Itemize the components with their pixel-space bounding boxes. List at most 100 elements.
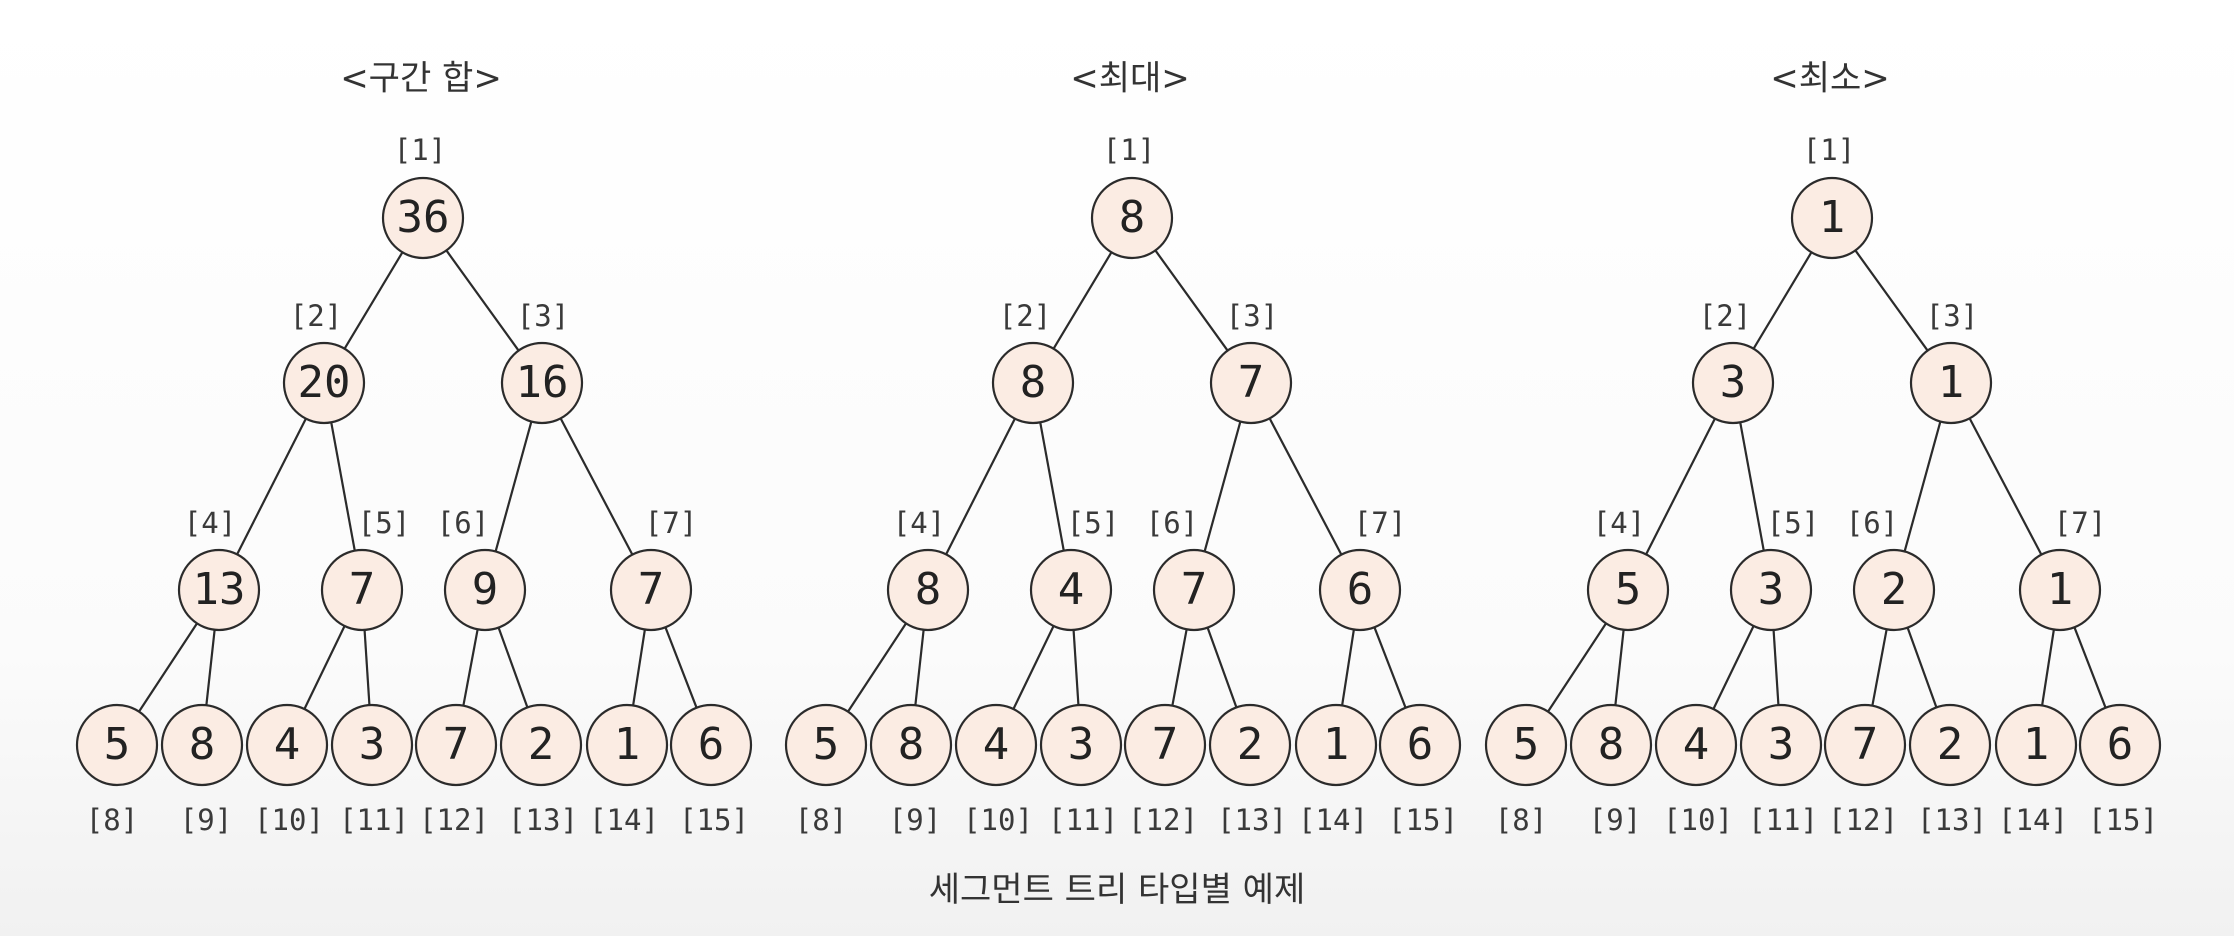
- node-value: 7: [1852, 719, 1879, 770]
- node-index-label: [9]: [889, 803, 941, 837]
- node-circle: [1484, 703, 1568, 787]
- node-circle: [1586, 548, 1670, 632]
- node-circle: [1909, 341, 1993, 425]
- node-index-label: [3]: [517, 299, 569, 333]
- node-value: 4: [274, 719, 301, 770]
- tree-title: <최대>: [1070, 59, 1190, 99]
- node-index-label: [15]: [1388, 803, 1458, 837]
- node-value: 8: [898, 719, 925, 770]
- node-circle: [381, 176, 465, 260]
- node-index-label: [13]: [1917, 803, 1987, 837]
- node-value: 6: [698, 719, 725, 770]
- node-index-label: [11]: [1048, 803, 1118, 837]
- node-value: 6: [1407, 719, 1434, 770]
- node-value: 7: [1181, 564, 1208, 615]
- node-index-label: [2]: [999, 299, 1051, 333]
- node-index-label: [12]: [419, 803, 489, 837]
- tree-node: 7[7]: [609, 506, 697, 632]
- tree-edge: [1739, 422, 1765, 551]
- node-circle: [1691, 341, 1775, 425]
- tree-node: 5[8]: [784, 703, 868, 837]
- node-index-label: [2]: [290, 299, 342, 333]
- tree-edge: [1373, 626, 1407, 709]
- tree-edge: [1968, 417, 2043, 556]
- node-value: 7: [1238, 357, 1265, 408]
- node-value: 13: [193, 564, 246, 615]
- node-index-label: [14]: [589, 803, 659, 837]
- tree-node: 8 [9]: [869, 703, 953, 837]
- node-value: 8: [1598, 719, 1625, 770]
- node-circle: [177, 548, 261, 632]
- tree-node: 4[5]: [1029, 506, 1119, 632]
- node-value: 8: [189, 719, 216, 770]
- tree-node: 6 [7]: [1318, 506, 1406, 632]
- node-circle: [1908, 703, 1992, 787]
- tree-node: 7[5]: [320, 506, 410, 632]
- node-value: 9: [472, 564, 499, 615]
- node-index-label: [10]: [1663, 803, 1733, 837]
- tree-node: 7[6]: [1146, 506, 1236, 632]
- node-circle: [499, 703, 583, 787]
- node-circle: [1318, 548, 1402, 632]
- node-value: 4: [1683, 719, 1710, 770]
- node-circle: [160, 703, 244, 787]
- node-value: 3: [1758, 564, 1785, 615]
- node-index-label: [7]: [2054, 506, 2106, 540]
- tree-title: <최소>: [1770, 59, 1890, 99]
- node-circle: [1852, 548, 1936, 632]
- node-value: 1: [1938, 357, 1965, 408]
- node-value: 6: [2107, 719, 2134, 770]
- node-circle: [1823, 703, 1907, 787]
- node-index-label: [4]: [1593, 506, 1645, 540]
- node-index-label: [15]: [679, 803, 749, 837]
- node-index-label: [9]: [180, 803, 232, 837]
- tree-node: 4[10]: [245, 703, 329, 837]
- node-index-label: [7]: [1354, 506, 1406, 540]
- tree-node: 8[4]: [886, 506, 970, 632]
- node-circle: [1029, 548, 1113, 632]
- node-value: 4: [983, 719, 1010, 770]
- node-circle: [1209, 341, 1293, 425]
- tree-node: 7 [12]: [414, 703, 498, 837]
- tree-node: 36[1]: [381, 133, 465, 260]
- node-circle: [1378, 703, 1462, 787]
- node-circle: [282, 341, 366, 425]
- node-value: 6: [1347, 564, 1374, 615]
- tree-edge: [1154, 249, 1229, 352]
- tree-2: <최대>8[1]8[2]7[3]8[4]4[5]7[6]6[7]5[8]8[9]…: [784, 59, 1462, 837]
- tree-node: 1[7]: [2018, 506, 2106, 632]
- tree-node: 2[13]: [1208, 703, 1292, 837]
- tree-edge: [1012, 625, 1055, 710]
- tree-node: 4[10]: [954, 703, 1038, 837]
- node-value: 1: [2023, 719, 2050, 770]
- node-circle: [1208, 703, 1292, 787]
- tree-node: 3[11]: [330, 703, 414, 837]
- node-circle: [1294, 703, 1378, 787]
- node-value: 7: [638, 564, 665, 615]
- node-index-label: [15]: [2088, 803, 2158, 837]
- node-value: 2: [528, 719, 555, 770]
- node-circle: [330, 703, 414, 787]
- tree-1: <구간 합>36[1]20[2]16[3]13[4]7[5]9[6]7[7]5[…: [75, 59, 753, 837]
- tree-node: 2 [13]: [499, 703, 583, 837]
- tree-node: 1[14]: [1994, 703, 2078, 837]
- node-value: 16: [516, 357, 569, 408]
- node-index-label: [13]: [508, 803, 578, 837]
- node-circle: [1152, 548, 1236, 632]
- node-value: 7: [443, 719, 470, 770]
- node-circle: [886, 548, 970, 632]
- node-index-label: [11]: [1748, 803, 1818, 837]
- tree-node: 4 [10]: [1654, 703, 1738, 837]
- node-index-label: [12]: [1828, 803, 1898, 837]
- tree-edge: [1206, 627, 1238, 708]
- tree-edge: [1871, 629, 1888, 706]
- tree-node: 7[12]: [1123, 703, 1207, 837]
- tree-edge: [914, 629, 925, 706]
- node-value: 2: [1937, 719, 1964, 770]
- tree-edge: [205, 629, 216, 706]
- tree-edge: [1752, 251, 1813, 350]
- tree-node: 2 [13]: [1908, 703, 1992, 837]
- node-circle: [1994, 703, 2078, 787]
- node-circle: [1123, 703, 1207, 787]
- tree-edge: [2073, 626, 2107, 709]
